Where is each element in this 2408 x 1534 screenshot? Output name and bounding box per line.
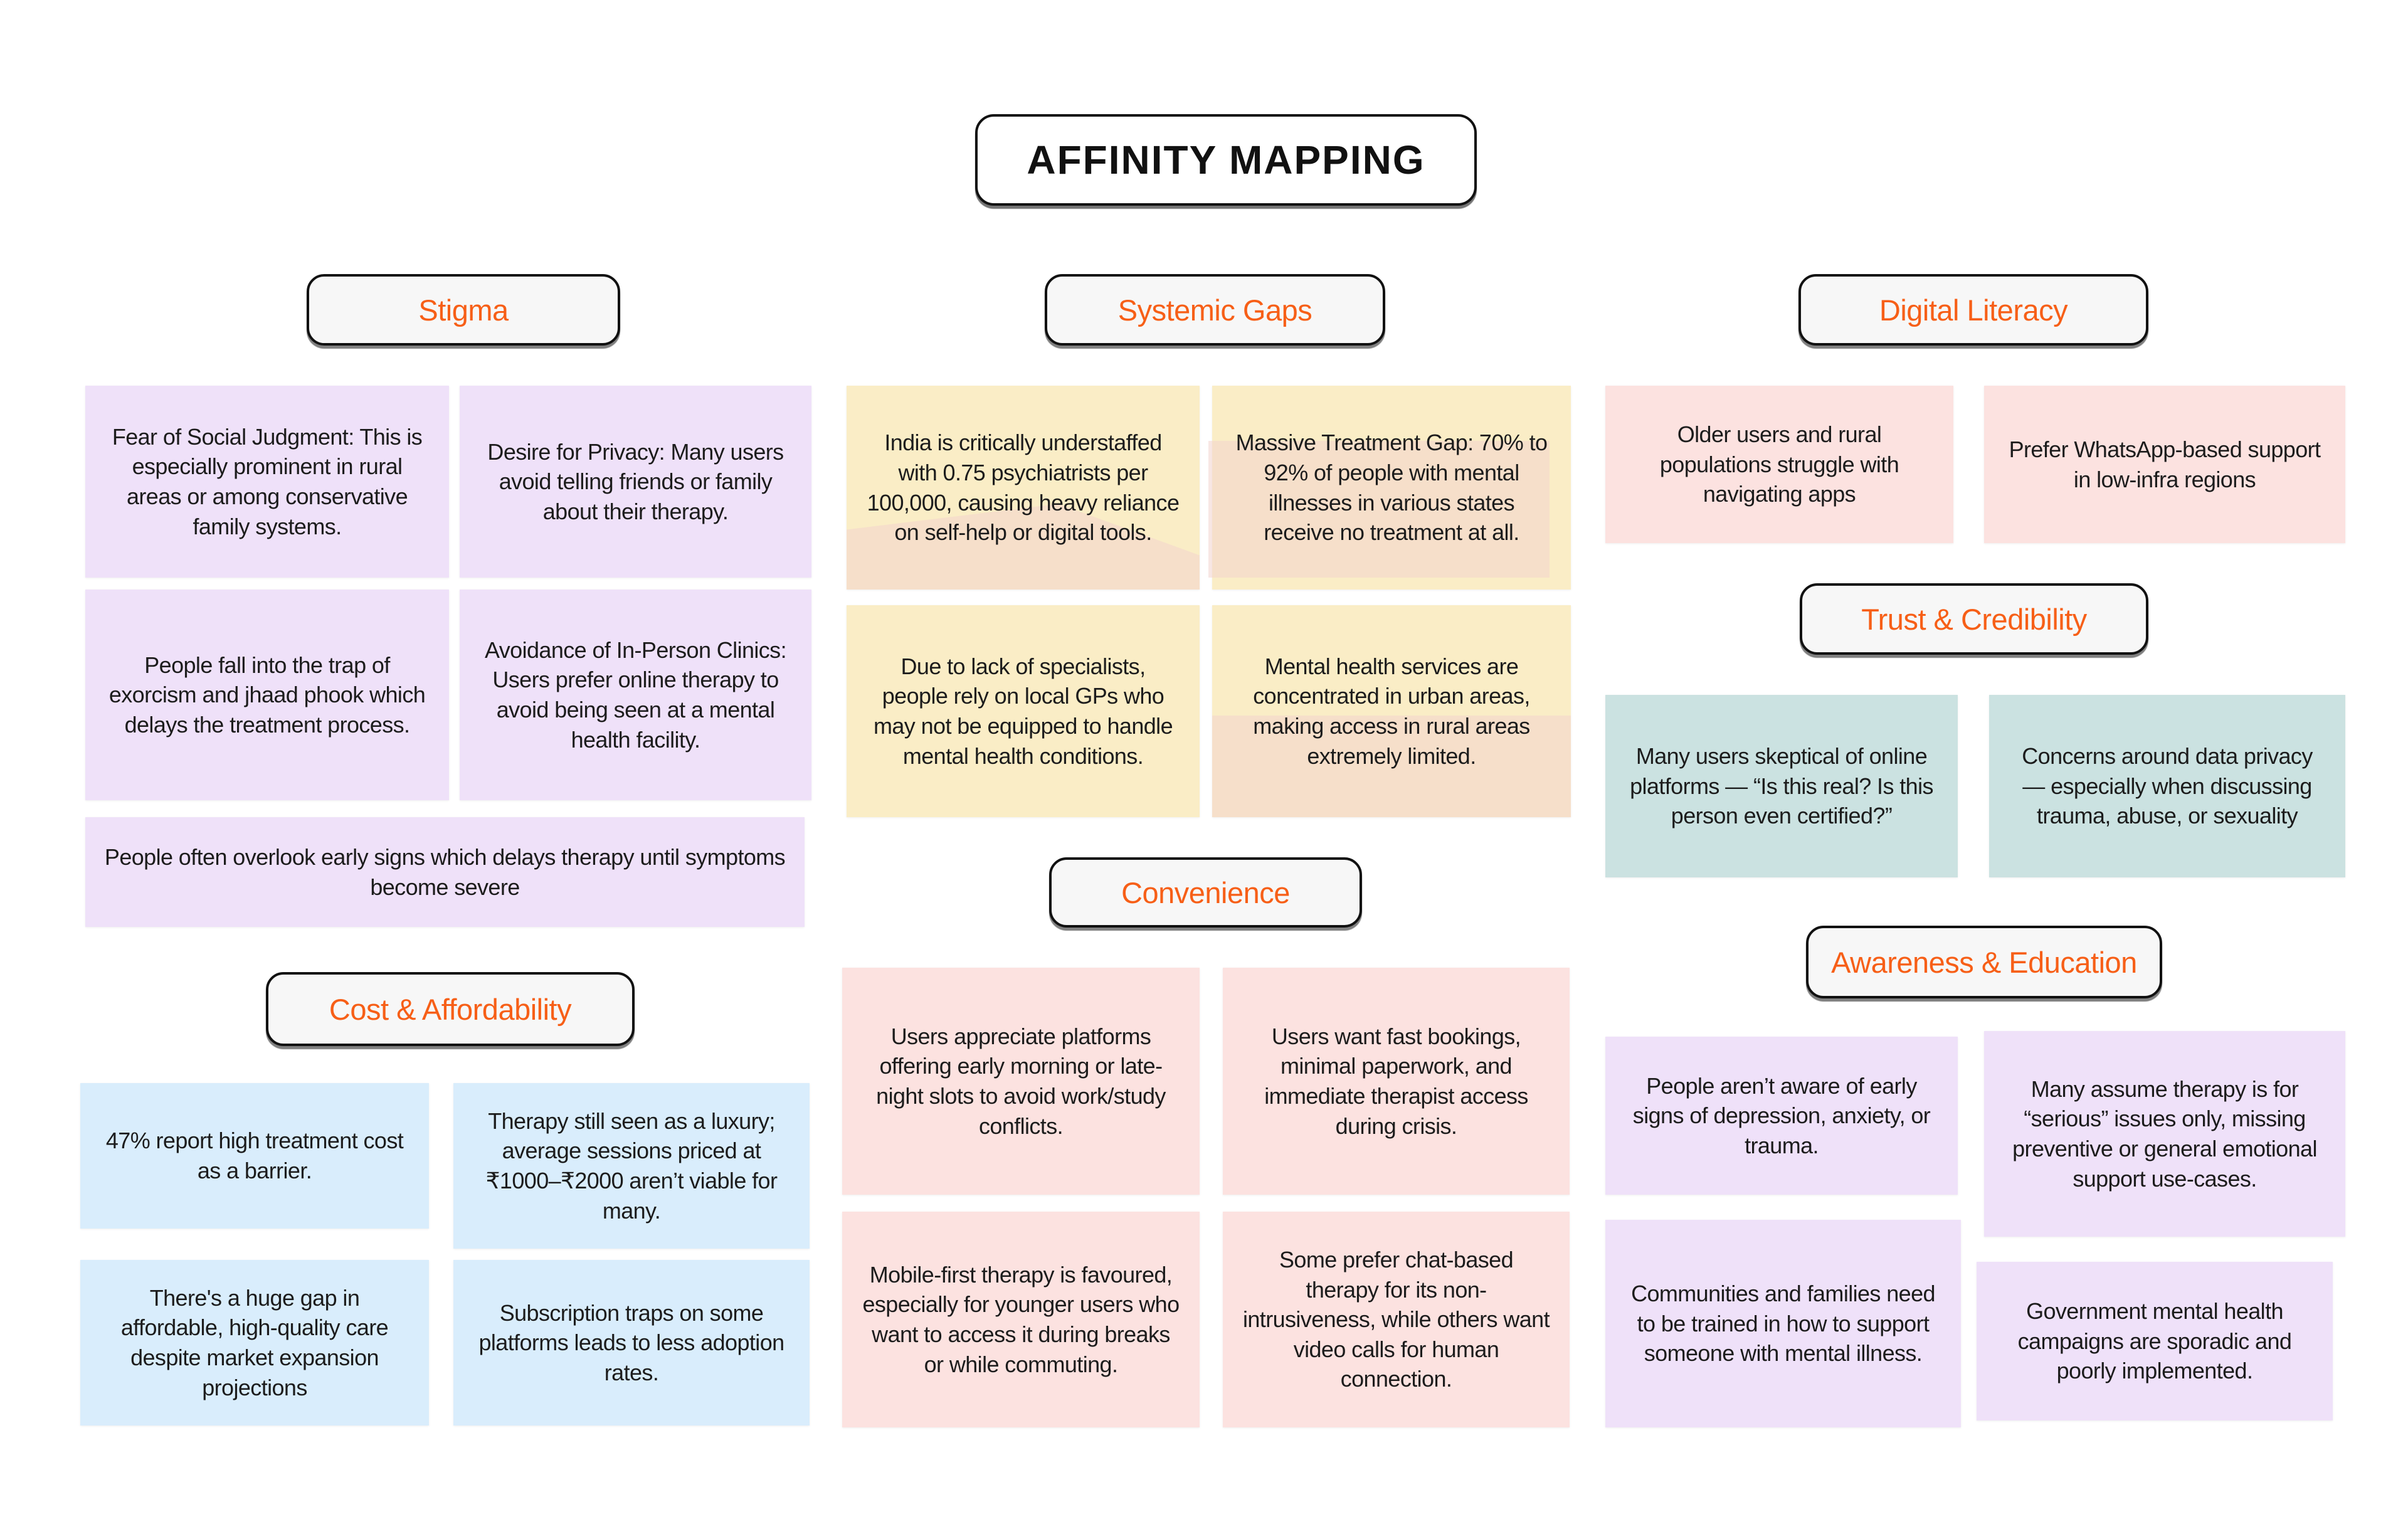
sticky-note-systemic-gaps-1[interactable]: India is critically understaffed with 0.… [847,386,1200,590]
note-text: People often overlook early signs which … [104,844,786,900]
sticky-note-stigma-3[interactable]: People fall into the trap of exorcism an… [85,590,449,800]
category-header-systemic-gaps[interactable]: Systemic Gaps [1045,274,1385,346]
category-header-label: Cost & Affordability [329,992,572,1026]
category-header-digital-literacy[interactable]: Digital Literacy [1798,274,2148,346]
sticky-note-stigma-4[interactable]: Avoidance of In-Person Clinics: Users pr… [460,590,811,800]
category-header-label: Awareness & Education [1831,945,2137,979]
page-title-label: AFFINITY MAPPING [1027,137,1425,182]
note-text: Many assume therapy is for “serious” iss… [2012,1076,2317,1192]
note-text: Communities and families need to be trai… [1631,1281,1935,1367]
note-text: There's a huge gap in affordable, high-q… [120,1284,389,1400]
note-text: Desire for Privacy: Many users avoid tel… [487,438,784,524]
note-text: Fear of Social Judgment: This is especia… [112,423,423,539]
sticky-note-awareness-education-4[interactable]: Government mental health campaigns are s… [1977,1262,2333,1420]
note-text: Many users skeptical of online platforms… [1630,743,1933,829]
sticky-note-systemic-gaps-2[interactable]: Massive Treatment Gap: 70% to 92% of peo… [1208,386,1571,590]
sticky-note-awareness-education-2[interactable]: Many assume therapy is for “serious” iss… [1984,1031,2345,1237]
note-text: Massive Treatment Gap: 70% to 92% of peo… [1235,430,1548,546]
note-text: Older users and rural populations strugg… [1659,421,1899,507]
note-text: India is critically understaffed with 0.… [867,430,1180,546]
note-text: People aren’t aware of early signs of de… [1632,1072,1931,1158]
note-text: Avoidance of In-Person Clinics: Users pr… [485,637,787,753]
sticky-note-convenience-3[interactable]: Mobile-first therapy is favoured, especi… [842,1212,1200,1427]
note-text: Concerns around data privacy — especiall… [2022,743,2313,829]
sticky-note-stigma-1[interactable]: Fear of Social Judgment: This is especia… [85,386,449,578]
sticky-note-cost-affordability-3[interactable]: There's a huge gap in affordable, high-q… [80,1260,429,1426]
note-text: Subscription traps on some platforms lea… [478,1299,784,1385]
sticky-note-convenience-2[interactable]: Users want fast bookings, minimal paperw… [1223,968,1570,1195]
note-text: Mobile-first therapy is favoured, especi… [862,1261,1180,1377]
sticky-note-trust-credibility-1[interactable]: Many users skeptical of online platforms… [1605,695,1958,877]
note-text: Users want fast bookings, minimal paperw… [1264,1023,1528,1139]
note-text: Prefer WhatsApp-based support in low-inf… [2009,436,2321,492]
note-text: Therapy still seen as a luxury; average … [485,1108,778,1224]
page-title[interactable]: AFFINITY MAPPING [975,114,1477,206]
sticky-note-cost-affordability-2[interactable]: Therapy still seen as a luxury; average … [453,1083,810,1249]
note-text: People fall into the trap of exorcism an… [108,652,426,738]
sticky-note-systemic-gaps-3[interactable]: Due to lack of specialists, people rely … [847,605,1200,817]
sticky-note-systemic-gaps-4[interactable]: Mental health services are concentrated … [1212,605,1571,817]
category-header-label: Systemic Gaps [1117,293,1312,327]
note-text: Some prefer chat-based therapy for its n… [1242,1247,1550,1392]
category-header-convenience[interactable]: Convenience [1049,857,1362,928]
sticky-note-cost-affordability-1[interactable]: 47% report high treatment cost as a barr… [80,1083,429,1229]
note-text: Mental health services are concentrated … [1253,653,1530,769]
sticky-note-digital-literacy-2[interactable]: Prefer WhatsApp-based support in low-inf… [1984,386,2345,543]
sticky-note-digital-literacy-1[interactable]: Older users and rural populations strugg… [1605,386,1953,543]
category-header-trust-credibility[interactable]: Trust & Credibility [1800,583,2148,655]
note-text: Users appreciate platforms offering earl… [876,1023,1166,1139]
category-header-label: Trust & Credibility [1861,602,2087,636]
sticky-note-convenience-4[interactable]: Some prefer chat-based therapy for its n… [1223,1212,1570,1427]
sticky-note-convenience-1[interactable]: Users appreciate platforms offering earl… [842,968,1200,1195]
note-text: 47% report high treatment cost as a barr… [105,1128,404,1183]
category-header-label: Stigma [418,293,509,327]
category-header-label: Convenience [1121,875,1290,909]
category-header-stigma[interactable]: Stigma [307,274,620,346]
sticky-note-stigma-5[interactable]: People often overlook early signs which … [85,817,805,927]
sticky-note-cost-affordability-4[interactable]: Subscription traps on some platforms lea… [453,1260,810,1426]
note-text: Due to lack of specialists, people rely … [874,653,1173,769]
sticky-note-trust-credibility-2[interactable]: Concerns around data privacy — especiall… [1989,695,2345,877]
note-text: Government mental health campaigns are s… [2017,1298,2292,1384]
sticky-note-stigma-2[interactable]: Desire for Privacy: Many users avoid tel… [460,386,811,578]
sticky-note-awareness-education-3[interactable]: Communities and families need to be trai… [1605,1220,1961,1427]
category-header-cost-affordability[interactable]: Cost & Affordability [266,972,635,1046]
sticky-note-awareness-education-1[interactable]: People aren’t aware of early signs of de… [1605,1037,1958,1195]
category-header-label: Digital Literacy [1879,293,2068,327]
category-header-awareness-education[interactable]: Awareness & Education [1806,926,2162,998]
